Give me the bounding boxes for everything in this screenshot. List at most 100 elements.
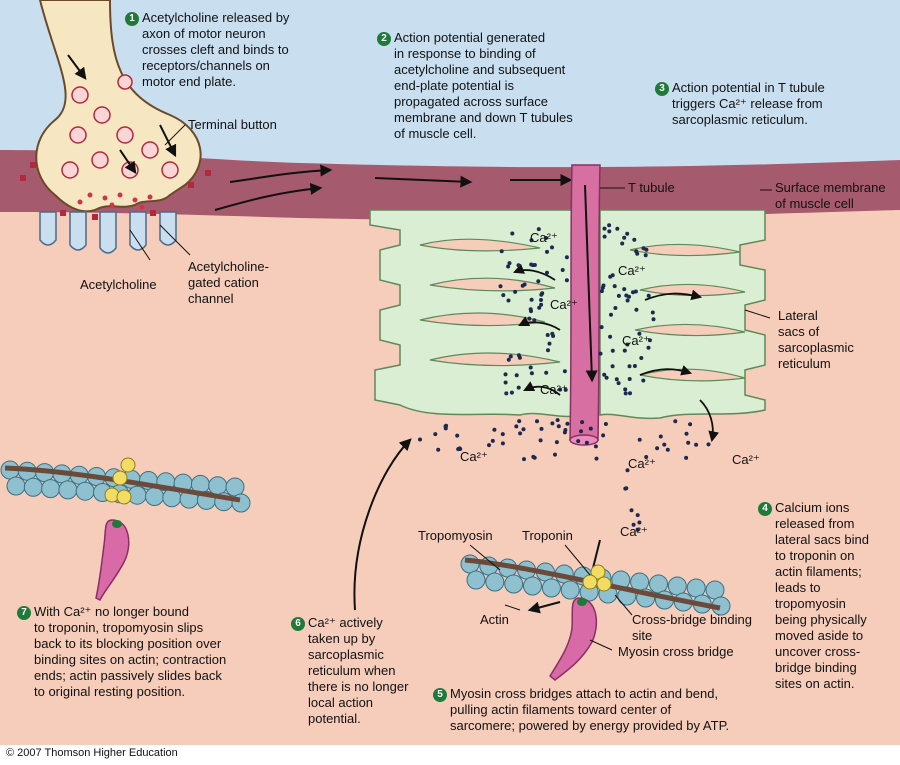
step-3-text: Action potential in T tubule triggers Ca… <box>672 80 825 127</box>
calcium-ion <box>602 372 607 377</box>
calcium-ion <box>504 391 509 396</box>
calcium-ion <box>487 443 491 448</box>
step-1-text: Acetylcholine released by axon of motor … <box>142 10 290 89</box>
label-ca-5: Ca²⁺ <box>540 382 568 397</box>
calcium-ion <box>521 427 526 432</box>
calcium-ion <box>537 305 542 310</box>
calcium-ion <box>565 421 570 426</box>
calcium-ion <box>510 231 515 236</box>
calcium-ion <box>436 447 441 452</box>
calcium-ion <box>498 284 503 289</box>
calcium-ion <box>536 279 541 284</box>
sarcoplasmic-reticulum-right <box>599 209 766 420</box>
calcium-ion <box>613 306 618 310</box>
label-tropomyosin: Tropomyosin <box>418 528 493 543</box>
calcium-ion <box>588 426 593 431</box>
actin-monomer <box>58 480 78 500</box>
calcium-ion <box>623 391 628 396</box>
calcium-ion <box>584 440 589 445</box>
calcium-ion <box>627 377 632 381</box>
calcium-ion <box>622 287 627 292</box>
calcium-ion <box>593 444 598 449</box>
calcium-ion <box>539 426 544 431</box>
calcium-ion <box>599 289 604 294</box>
synaptic-vesicles <box>61 74 179 179</box>
step-2-text: Action potential generated in response t… <box>394 30 573 141</box>
actin-monomer <box>560 580 580 600</box>
step-badge-1: 1 <box>125 12 139 26</box>
actin-monomer <box>460 554 480 574</box>
calcium-ion <box>455 433 460 438</box>
calcium-ion <box>554 440 559 445</box>
calcium-ion <box>602 234 607 239</box>
label-ca-1: Ca²⁺ <box>530 230 558 245</box>
calcium-ion <box>607 229 612 234</box>
actin-monomer <box>541 578 561 598</box>
label-myosin-cross-bridge: Myosin cross bridge <box>618 644 734 659</box>
calcium-ion <box>637 437 642 442</box>
calcium-ion <box>546 348 550 353</box>
calcium-ion <box>530 263 535 268</box>
label-ca-2: Ca²⁺ <box>618 263 646 278</box>
calcium-ion <box>509 390 514 395</box>
label-t-tubule: T tubule <box>628 180 675 195</box>
calcium-ion <box>544 370 549 375</box>
calcium-ion <box>610 348 615 353</box>
calcium-ion <box>603 422 608 426</box>
copyright: © 2007 Thomson Higher Education <box>6 747 178 759</box>
calcium-ion <box>623 387 628 392</box>
calcium-ion <box>514 373 519 378</box>
calcium-ion <box>644 455 649 459</box>
calcium-ion <box>622 235 627 240</box>
calcium-ion <box>553 452 557 457</box>
calcium-ion <box>646 345 651 350</box>
step-badge-6: 6 <box>291 617 305 631</box>
calcium-ion <box>632 364 637 368</box>
label-ca-7: Ca²⁺ <box>628 456 656 471</box>
calcium-ion <box>637 331 642 336</box>
calcium-ions <box>418 223 711 532</box>
reuptake-arrow <box>353 438 412 611</box>
actin-monomer <box>208 476 228 496</box>
calcium-ion <box>688 422 693 427</box>
actin-monomer <box>41 479 61 499</box>
calcium-ion <box>625 468 630 473</box>
calcium-ion <box>651 317 656 322</box>
calcium-ion <box>641 378 646 383</box>
calcium-ion <box>639 356 644 360</box>
calcium-ion <box>550 331 555 336</box>
calcium-ion <box>564 255 569 260</box>
calcium-ion <box>673 419 678 424</box>
calcium-ion <box>602 226 607 231</box>
actin-monomer <box>225 477 245 497</box>
calcium-ion <box>608 334 613 339</box>
calcium-ion <box>444 423 449 428</box>
calcium-ion <box>506 298 511 303</box>
label-ach-gated-channel: Acetylcholine- gated cation channel <box>188 259 269 306</box>
calcium-ion <box>631 290 635 295</box>
calcium-ion <box>647 338 652 343</box>
calcium-ion <box>562 369 567 374</box>
calcium-ion <box>635 527 640 532</box>
calcium-ion <box>513 289 518 294</box>
calcium-release-arrows <box>512 263 719 443</box>
calcium-ion <box>625 298 630 303</box>
calcium-ion <box>539 302 544 307</box>
calcium-ion <box>616 293 621 298</box>
calcium-ion <box>634 307 639 312</box>
vesicle-arrows <box>67 54 177 174</box>
calcium-ion <box>516 385 521 390</box>
calcium-ion <box>544 236 548 240</box>
calcium-ion <box>492 427 497 432</box>
calcium-ion <box>620 241 625 246</box>
calcium-ion <box>517 419 522 424</box>
calcium-ion <box>529 238 534 243</box>
actin-monomer <box>705 580 725 600</box>
calcium-ion <box>433 432 438 437</box>
action-potential-arrows <box>214 164 573 211</box>
step-6-text: Ca²⁺ actively taken up by sarcoplasmic r… <box>308 615 409 726</box>
calcium-ion <box>635 513 640 518</box>
calcium-ion <box>560 268 565 272</box>
label-acetylcholine: Acetylcholine <box>80 277 157 292</box>
